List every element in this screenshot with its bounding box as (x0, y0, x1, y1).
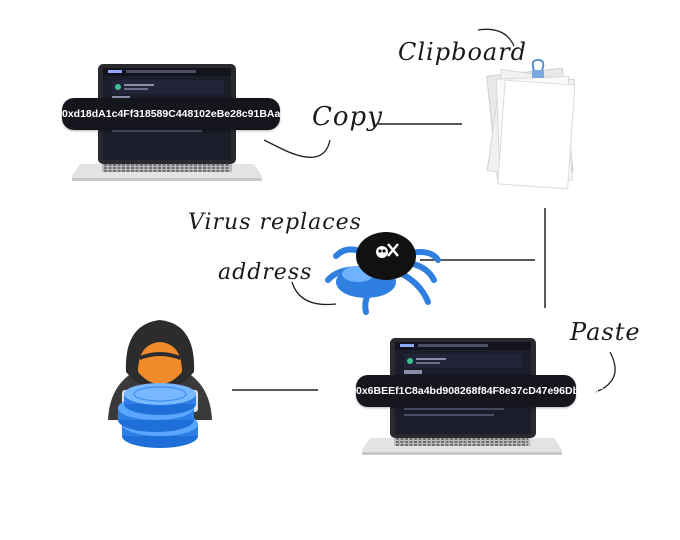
original-address-pill: 0xd18dA1c4Ff318589C448102eBe28c91BAaFc7a… (62, 98, 314, 130)
paste-label-curve (595, 351, 616, 393)
clipboard-label: Clipboard (398, 38, 528, 66)
paste-label: Paste (570, 318, 641, 346)
replaced-address-pill: 0x6BEEf1C8a4bd908268f84F8e37cD47e96Db2Bf… (356, 375, 609, 407)
copy-label: Copy (312, 102, 383, 132)
copy-label-curve (263, 139, 331, 158)
virus-label-line2: address (218, 260, 313, 285)
virus-label-line1: Virus replaces (188, 210, 362, 235)
virus-label-curve (291, 281, 337, 306)
clipboard-label-curve (477, 28, 515, 47)
